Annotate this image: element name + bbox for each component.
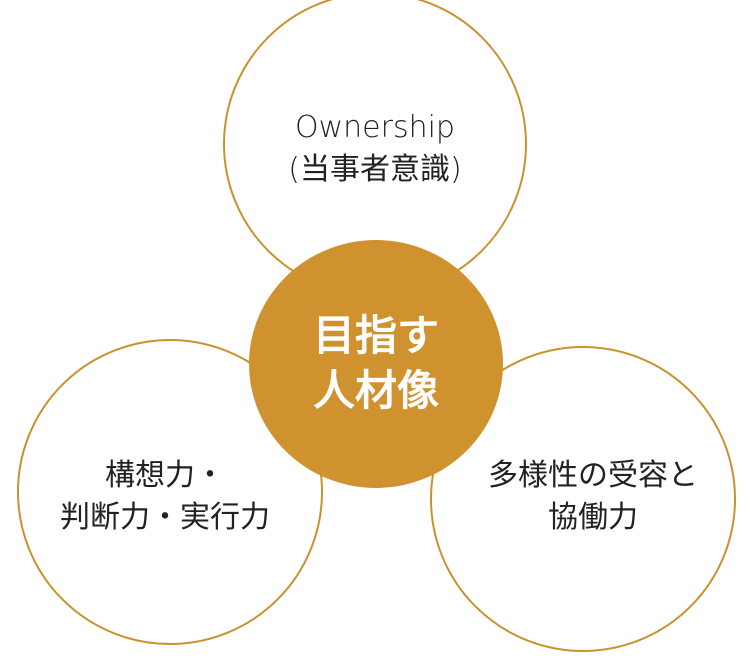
center-circle-target-talent: 目指す 人材像 [249,240,503,488]
left-label-line2: 判断力・実行力 [60,500,270,535]
ownership-sublabel: (当事者意識) [288,152,462,187]
right-label-line1: 多様性の受容と [488,458,698,493]
center-label-line1: 目指す [312,311,439,361]
right-label-line2: 協働力 [548,500,638,535]
left-label-line1: 構想力・ [105,458,225,493]
ownership-label: Ownership [295,110,455,145]
center-label-line2: 人材像 [312,366,439,415]
